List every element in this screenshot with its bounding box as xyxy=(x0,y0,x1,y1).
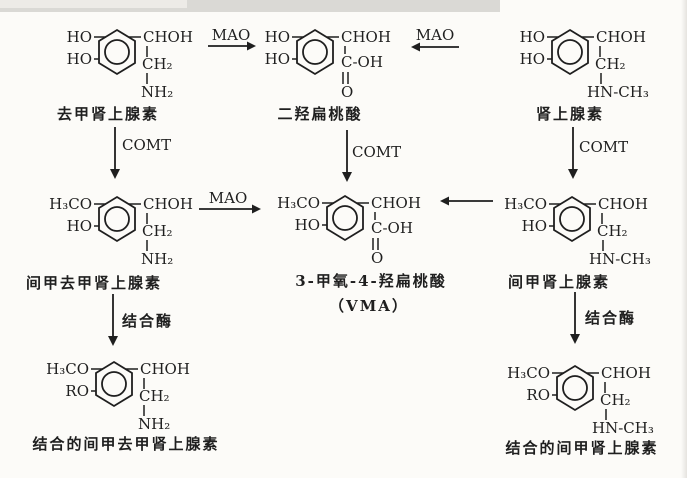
chain-label: CHOH xyxy=(140,360,190,378)
chain-label: CH₂ xyxy=(139,387,170,405)
arrow-down-comt-right xyxy=(568,127,578,179)
structure-normetanephrine: H₃CO HO CHOH CH₂ NH₂ xyxy=(49,195,193,268)
benzene-circle xyxy=(557,39,583,65)
substituent-label: H₃CO xyxy=(46,360,89,378)
substituent-label: HO xyxy=(520,50,545,68)
chain-label: O xyxy=(341,83,353,101)
chain-label: NH₂ xyxy=(138,415,170,433)
substituent-label: HO xyxy=(67,28,92,46)
chain-label: HN-CH₃ xyxy=(592,419,654,437)
structure-dhma: HO HO CHOH C-OH O xyxy=(265,28,391,101)
substituent-label: H₃CO xyxy=(277,194,320,212)
substituent-label: HO xyxy=(520,28,545,46)
benzene-circle xyxy=(562,375,588,401)
benzene-hexagon xyxy=(98,28,136,76)
enzyme-label-comt: COMT xyxy=(122,136,172,154)
chain-label: CH₂ xyxy=(595,55,626,73)
benzene-circle xyxy=(559,206,585,232)
chain-label: NH₂ xyxy=(141,83,173,101)
arrow-left-to-vma xyxy=(440,196,493,206)
benzene-hexagon xyxy=(553,195,591,243)
benzene-hexagon xyxy=(326,194,364,242)
chain-label: CH₂ xyxy=(600,391,631,409)
arrow-down-comt-mid xyxy=(342,130,352,182)
chain-label: O xyxy=(371,249,383,267)
structure-metanephrine: H₃CO HO CHOH CH₂ HN-CH₃ xyxy=(504,195,651,268)
enzyme-label-conjugase: 结合酶 xyxy=(585,309,637,327)
benzene-hexagon xyxy=(556,364,594,412)
enzyme-label-comt: COMT xyxy=(579,138,629,156)
chain-label: CHOH xyxy=(143,28,193,46)
compound-abbrev-vma: （VMA） xyxy=(329,297,409,315)
enzyme-label-comt: COMT xyxy=(352,143,402,161)
compound-name-vma: 3-甲氧-4-羟扁桃酸 xyxy=(295,272,447,290)
benzene-circle xyxy=(101,371,127,397)
chain-label: CHOH xyxy=(596,28,646,46)
structure-conj-metanephrine: H₃CO RO CHOH CH₂ HN-CH₃ xyxy=(507,364,654,437)
chain-label: CHOH xyxy=(341,28,391,46)
scan-edge-shadow xyxy=(0,0,187,8)
enzyme-label-mao: MAO xyxy=(208,189,248,207)
chain-label: C-OH xyxy=(341,53,383,71)
compound-name-metanephrine: 间甲肾上腺素 xyxy=(507,273,611,291)
compound-name-norepinephrine: 去甲肾上腺素 xyxy=(56,105,160,123)
compound-name-dhma: 二羟扁桃酸 xyxy=(277,105,363,123)
benzene-circle xyxy=(104,206,130,232)
chain-label: CHOH xyxy=(143,195,193,213)
structure-vma: H₃CO HO CHOH C-OH O xyxy=(277,194,421,267)
structure-norepinephrine: HO HO CHOH CH₂ NH₂ xyxy=(67,28,193,101)
benzene-hexagon xyxy=(98,195,136,243)
scan-edge-shadow xyxy=(681,0,687,478)
structure-conj-normetanephrine: H₃CO RO CHOH CH₂ NH₂ xyxy=(46,360,190,433)
substituent-label: HO xyxy=(265,50,290,68)
substituent-label: HO xyxy=(295,216,320,234)
enzyme-label-conjugase: 结合酶 xyxy=(122,312,174,330)
substituent-label: HO xyxy=(67,50,92,68)
arrow-left-mao xyxy=(411,42,459,52)
benzene-hexagon xyxy=(296,28,334,76)
benzene-hexagon xyxy=(95,360,133,408)
substituent-label: HO xyxy=(522,217,547,235)
substituent-label: RO xyxy=(65,382,89,400)
substituent-label: H₃CO xyxy=(507,364,550,382)
chain-label: HN-CH₃ xyxy=(589,250,651,268)
benzene-hexagon xyxy=(551,28,589,76)
compound-name-conj-metanephrine: 结合的间甲肾上腺素 xyxy=(505,439,659,457)
chain-label: HN-CH₃ xyxy=(587,83,649,101)
substituent-label: H₃CO xyxy=(49,195,92,213)
substituent-label: RO xyxy=(526,386,550,404)
arrow-down-conjugase-right xyxy=(570,292,580,344)
substituent-label: HO xyxy=(265,28,290,46)
benzene-circle xyxy=(302,39,328,65)
chain-label: CHOH xyxy=(598,195,648,213)
benzene-circle xyxy=(104,39,130,65)
compound-name-normetanephrine: 间甲去甲肾上腺素 xyxy=(25,274,163,292)
arrow-right-mao xyxy=(208,41,256,51)
chain-label: C-OH xyxy=(371,219,413,237)
substituent-label: HO xyxy=(67,217,92,235)
enzyme-label-mao: MAO xyxy=(211,26,251,44)
substituent-label: H₃CO xyxy=(504,195,547,213)
compound-name-epinephrine: 肾上腺素 xyxy=(535,105,605,123)
chain-label: CHOH xyxy=(601,364,651,382)
arrow-down-conjugase-left xyxy=(108,294,118,346)
compound-name-conj-normetanephrine: 结合的间甲去甲肾上腺素 xyxy=(32,435,220,453)
chain-label: CHOH xyxy=(371,194,421,212)
structure-epinephrine: HO HO CHOH CH₂ HN-CH₃ xyxy=(520,28,649,101)
arrow-down-comt-left xyxy=(110,127,120,179)
chain-label: CH₂ xyxy=(142,222,173,240)
enzyme-label-mao: MAO xyxy=(415,26,455,44)
chain-label: CH₂ xyxy=(142,55,173,73)
chain-label: CH₂ xyxy=(597,222,628,240)
chain-label: NH₂ xyxy=(141,250,173,268)
arrow-right-mao-mid xyxy=(199,204,261,214)
benzene-circle xyxy=(332,205,358,231)
